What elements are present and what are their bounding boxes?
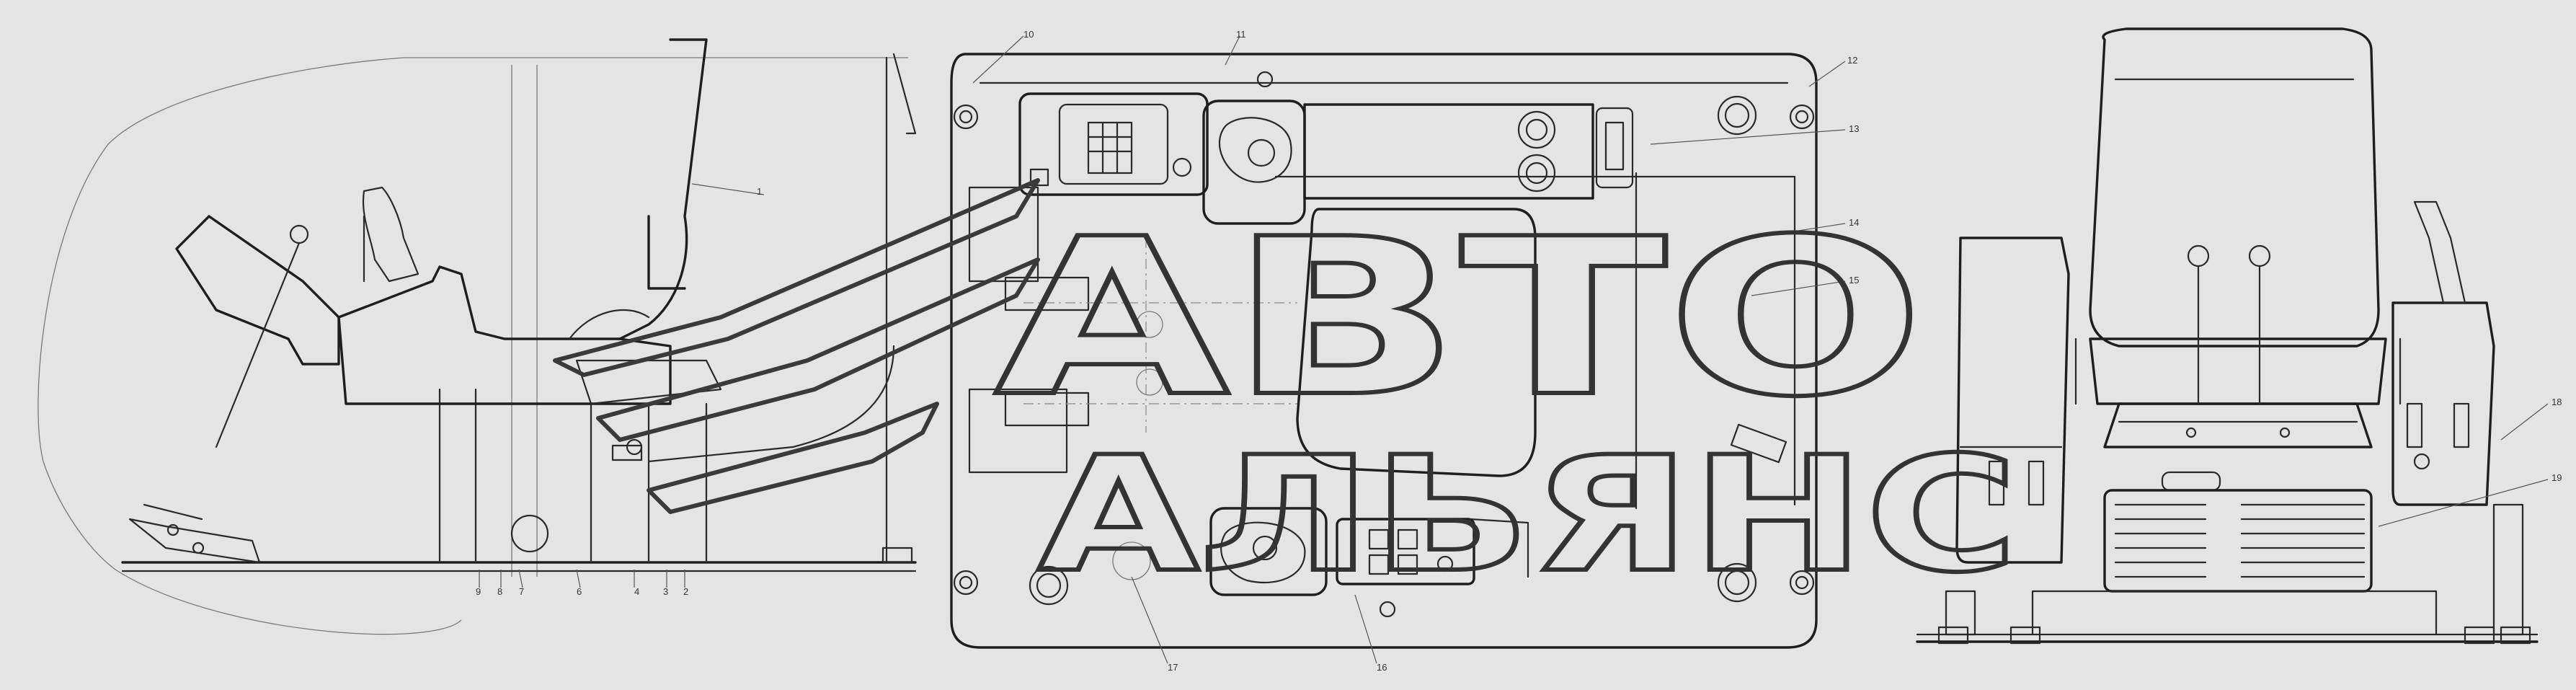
callout-18: 18 (2551, 397, 2562, 407)
top-view (950, 53, 1818, 649)
callout-15: 15 (1849, 275, 1859, 286)
top-view-callouts: 10 11 12 13 14 15 16 17 (972, 29, 1859, 673)
callout-16: 16 (1377, 662, 1387, 673)
callout-14: 14 (1849, 217, 1859, 228)
watermark-line2: АЛЬЯНС (1038, 423, 2018, 607)
callout-3: 3 (663, 586, 668, 597)
side-view (37, 38, 917, 635)
callout-7: 7 (519, 586, 524, 597)
front-view (1916, 27, 2539, 645)
callout-4: 4 (634, 586, 639, 597)
callout-13: 13 (1849, 123, 1859, 134)
callout-17: 17 (1168, 662, 1178, 673)
callout-9: 9 (476, 586, 481, 597)
callout-1: 1 (757, 186, 762, 197)
callout-2: 2 (683, 586, 688, 597)
watermark-logo: АВТО АЛЬЯНС (553, 178, 2020, 609)
callout-6: 6 (577, 586, 582, 597)
callout-12: 12 (1847, 55, 1857, 66)
callout-11: 11 (1236, 29, 1246, 40)
callout-19: 19 (2551, 472, 2562, 483)
callout-8: 8 (497, 586, 502, 597)
side-view-callouts: 1 2 3 4 6 7 8 9 (476, 183, 765, 597)
watermark-line1: АВТО (995, 193, 1924, 444)
front-view-callouts: 18 19 (2378, 397, 2562, 527)
callout-10: 10 (1023, 29, 1034, 40)
